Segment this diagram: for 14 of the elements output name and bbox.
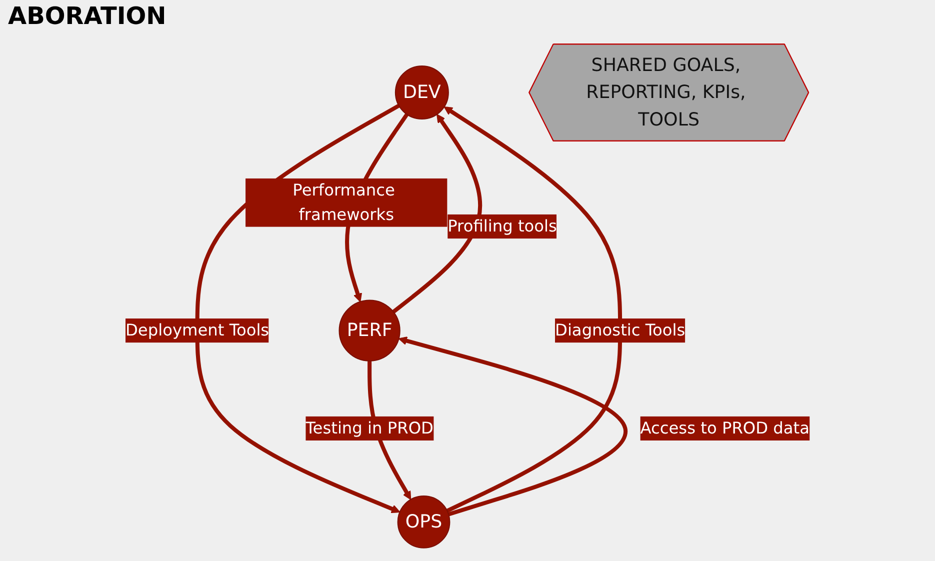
arrow <box>444 106 622 513</box>
node-circle: PERF <box>338 300 400 362</box>
node-circle: DEV <box>394 65 449 120</box>
node-circle: OPS <box>397 496 450 548</box>
diagram-title: ABORATION <box>8 2 166 30</box>
edge-label: Diagnostic Tools <box>555 320 686 340</box>
arrow <box>398 336 628 516</box>
edge-label: Access to PROD data <box>640 418 810 438</box>
arrow <box>195 104 400 514</box>
edge-label: Testing in PROD <box>306 418 434 438</box>
edge-label: Profiling tools <box>448 216 557 236</box>
edge-label: Deployment Tools <box>125 320 270 340</box>
edge-label: Performance frameworks <box>292 180 395 224</box>
arrow <box>392 114 482 314</box>
